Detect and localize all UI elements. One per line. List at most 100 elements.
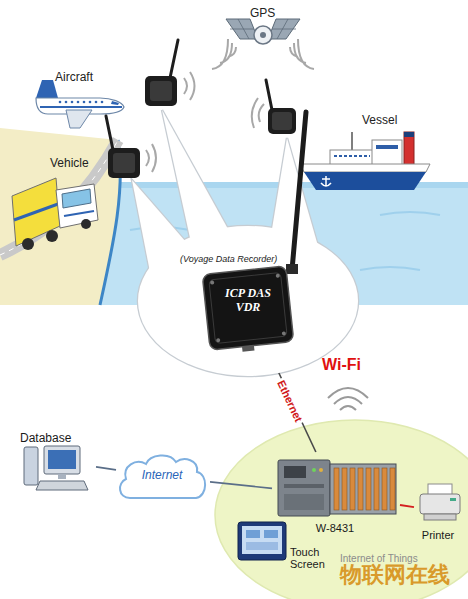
screw: [216, 338, 220, 342]
aircraft-picture: [83, 101, 86, 104]
recorder-housing: [202, 266, 293, 350]
speech-bubble-outline: [162, 110, 228, 238]
connector: [96, 467, 116, 470]
speech-bubble-outline: [138, 226, 358, 376]
w8431-controller: [312, 468, 316, 472]
speech-bubble-outline: [132, 110, 358, 376]
tracker-devices: [272, 112, 292, 130]
recorder-housing: [209, 272, 287, 343]
land: [0, 140, 118, 255]
node-label: ICP DAS VDR: [218, 286, 278, 314]
connector-port: [242, 346, 254, 352]
tracker-devices: [113, 153, 135, 173]
touch-screen-picture: [238, 522, 286, 560]
tracker-devices: [146, 144, 156, 172]
screw: [210, 280, 214, 284]
aircraft-picture: [36, 80, 58, 98]
tracker-devices: [252, 98, 264, 128]
vehicle-label: Vehicle: [50, 157, 89, 171]
aircraft-picture: [77, 101, 80, 104]
gps-satellite: [212, 39, 236, 69]
tracker-devices: [108, 148, 140, 178]
node-label: Printer: [414, 529, 462, 542]
w8431-controller: [390, 468, 395, 510]
aircraft-picture: [95, 101, 98, 104]
vehicle-picture: [62, 189, 91, 208]
database-computer: [44, 446, 80, 474]
database-computer: Database: [18, 428, 96, 494]
w8431-controller: [382, 468, 387, 510]
printer-picture: [424, 514, 456, 520]
vehicle-picture: [46, 230, 58, 242]
w8431-controller: [366, 468, 371, 510]
touch-screen-picture: [246, 530, 260, 538]
land: [0, 128, 120, 305]
vehicle-picture: [56, 184, 98, 228]
w8431-controller: [330, 464, 396, 514]
vessel-picture: [376, 145, 398, 149]
aircraft-picture: [111, 101, 119, 105]
vessel-picture: [321, 176, 331, 186]
node-label: W-8431: [272, 522, 398, 535]
w8431-controller: [278, 460, 396, 516]
w8431-controller: [284, 466, 306, 478]
watermark: 物联网在线: [340, 562, 450, 587]
connector: [400, 505, 414, 507]
w8431-controller: [319, 468, 323, 472]
node-label: Database: [20, 432, 71, 446]
satellite-label: GPS: [250, 7, 275, 21]
tracker-devices: [266, 80, 272, 110]
aircraft-picture: [71, 101, 74, 104]
speech-bubble: (Voyage Data Recorder) ICP DAS VDR: [138, 226, 358, 376]
gps-satellite: [260, 32, 266, 38]
w8431-controller: [334, 468, 395, 510]
touch-screen-picture: [246, 542, 278, 550]
w8431-controller: [278, 460, 330, 516]
database-computer: [24, 447, 38, 485]
node-label: Touch Screen: [290, 546, 336, 570]
aircraft-label: Aircraft: [55, 71, 93, 85]
internet-cloud: Internet: [116, 452, 210, 502]
tracker-devices: [106, 116, 113, 150]
aircraft-picture: [66, 110, 92, 128]
land: [0, 128, 120, 305]
antenna: [292, 112, 306, 270]
vdr-device: ICP DAS VDR: [198, 262, 298, 352]
tracker-devices: [150, 81, 172, 101]
w8431-controller: [342, 468, 347, 510]
w8431-controller: [350, 468, 355, 510]
w8431-controller: [284, 484, 324, 488]
vehicle-picture: [22, 238, 34, 250]
screw: [276, 274, 280, 278]
antenna: [286, 264, 298, 274]
vessel-picture: [351, 132, 353, 150]
speech-bubble: [138, 226, 358, 376]
aircraft-picture: [59, 101, 62, 104]
database-computer: [58, 474, 66, 479]
w8431-controller: [358, 468, 363, 510]
tracker-devices: [184, 72, 195, 100]
wifi-waves: [328, 388, 368, 410]
aircraft-picture: [59, 101, 104, 104]
vehicle-picture: [12, 178, 60, 246]
screw: [282, 331, 286, 335]
vehicle-picture: [14, 204, 58, 220]
control-site-region: [215, 420, 468, 599]
tracker-devices: [145, 76, 177, 106]
vessel-picture: [300, 164, 430, 172]
connector: [210, 482, 272, 488]
tracker-devices: [106, 40, 296, 178]
aircraft-picture: [36, 80, 124, 128]
aircraft-picture: [101, 101, 104, 104]
node-label: (Voyage Data Recorder): [180, 254, 277, 264]
controller: W-8431: [272, 452, 400, 538]
tracker-devices: [170, 40, 178, 78]
edge-label: Ethernet: [274, 376, 305, 425]
vessel-label: Vessel: [362, 114, 397, 128]
wireless-label: Wi-Fi: [322, 356, 361, 374]
touch-screen-picture: [242, 526, 282, 554]
gps-satellite: [254, 26, 272, 44]
printer: Printer: [414, 478, 464, 544]
w8431-controller: [334, 468, 339, 510]
w8431-controller: [374, 468, 379, 510]
